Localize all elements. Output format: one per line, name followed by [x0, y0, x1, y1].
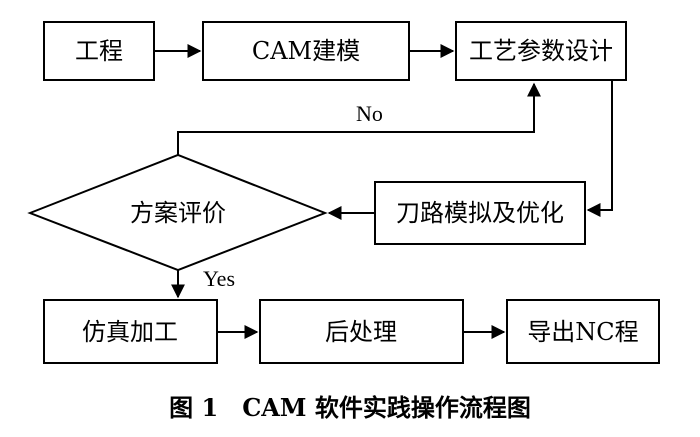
- node-post-processing-label: 后处理: [325, 318, 397, 346]
- node-simulation-label: 仿真加工: [82, 318, 178, 346]
- edge-params-to-toolpath: [586, 80, 613, 217]
- node-cam-modeling: CAM建模: [202, 21, 410, 81]
- node-cam-modeling-label: CAM建模: [252, 37, 360, 65]
- node-process-params: 工艺参数设计: [455, 21, 627, 81]
- node-toolpath-sim-label: 刀路模拟及优化: [396, 199, 564, 227]
- node-process-params-label: 工艺参数设计: [469, 37, 613, 65]
- node-simulation: 仿真加工: [43, 299, 218, 364]
- edge-label-yes: Yes: [203, 266, 235, 291]
- node-evaluation: 方案评价: [27, 153, 328, 272]
- figure-caption: 图 1 CAM 软件实践操作流程图: [169, 393, 531, 422]
- flowchart: 工程 CAM建模 工艺参数设计 方案评价 刀路模拟及优化 仿真加工 后处理 导出…: [27, 21, 660, 364]
- node-post-processing: 后处理: [259, 299, 464, 364]
- node-evaluation-label: 方案评价: [130, 199, 226, 227]
- node-export-nc-label: 导出NC程: [527, 318, 638, 346]
- node-engineering-label: 工程: [75, 37, 123, 65]
- node-toolpath-sim: 刀路模拟及优化: [374, 181, 586, 245]
- edge-label-no: No: [356, 101, 383, 126]
- node-export-nc: 导出NC程: [506, 299, 660, 364]
- node-engineering: 工程: [43, 21, 155, 81]
- edge-evaluation-no-to-params: [177, 82, 541, 155]
